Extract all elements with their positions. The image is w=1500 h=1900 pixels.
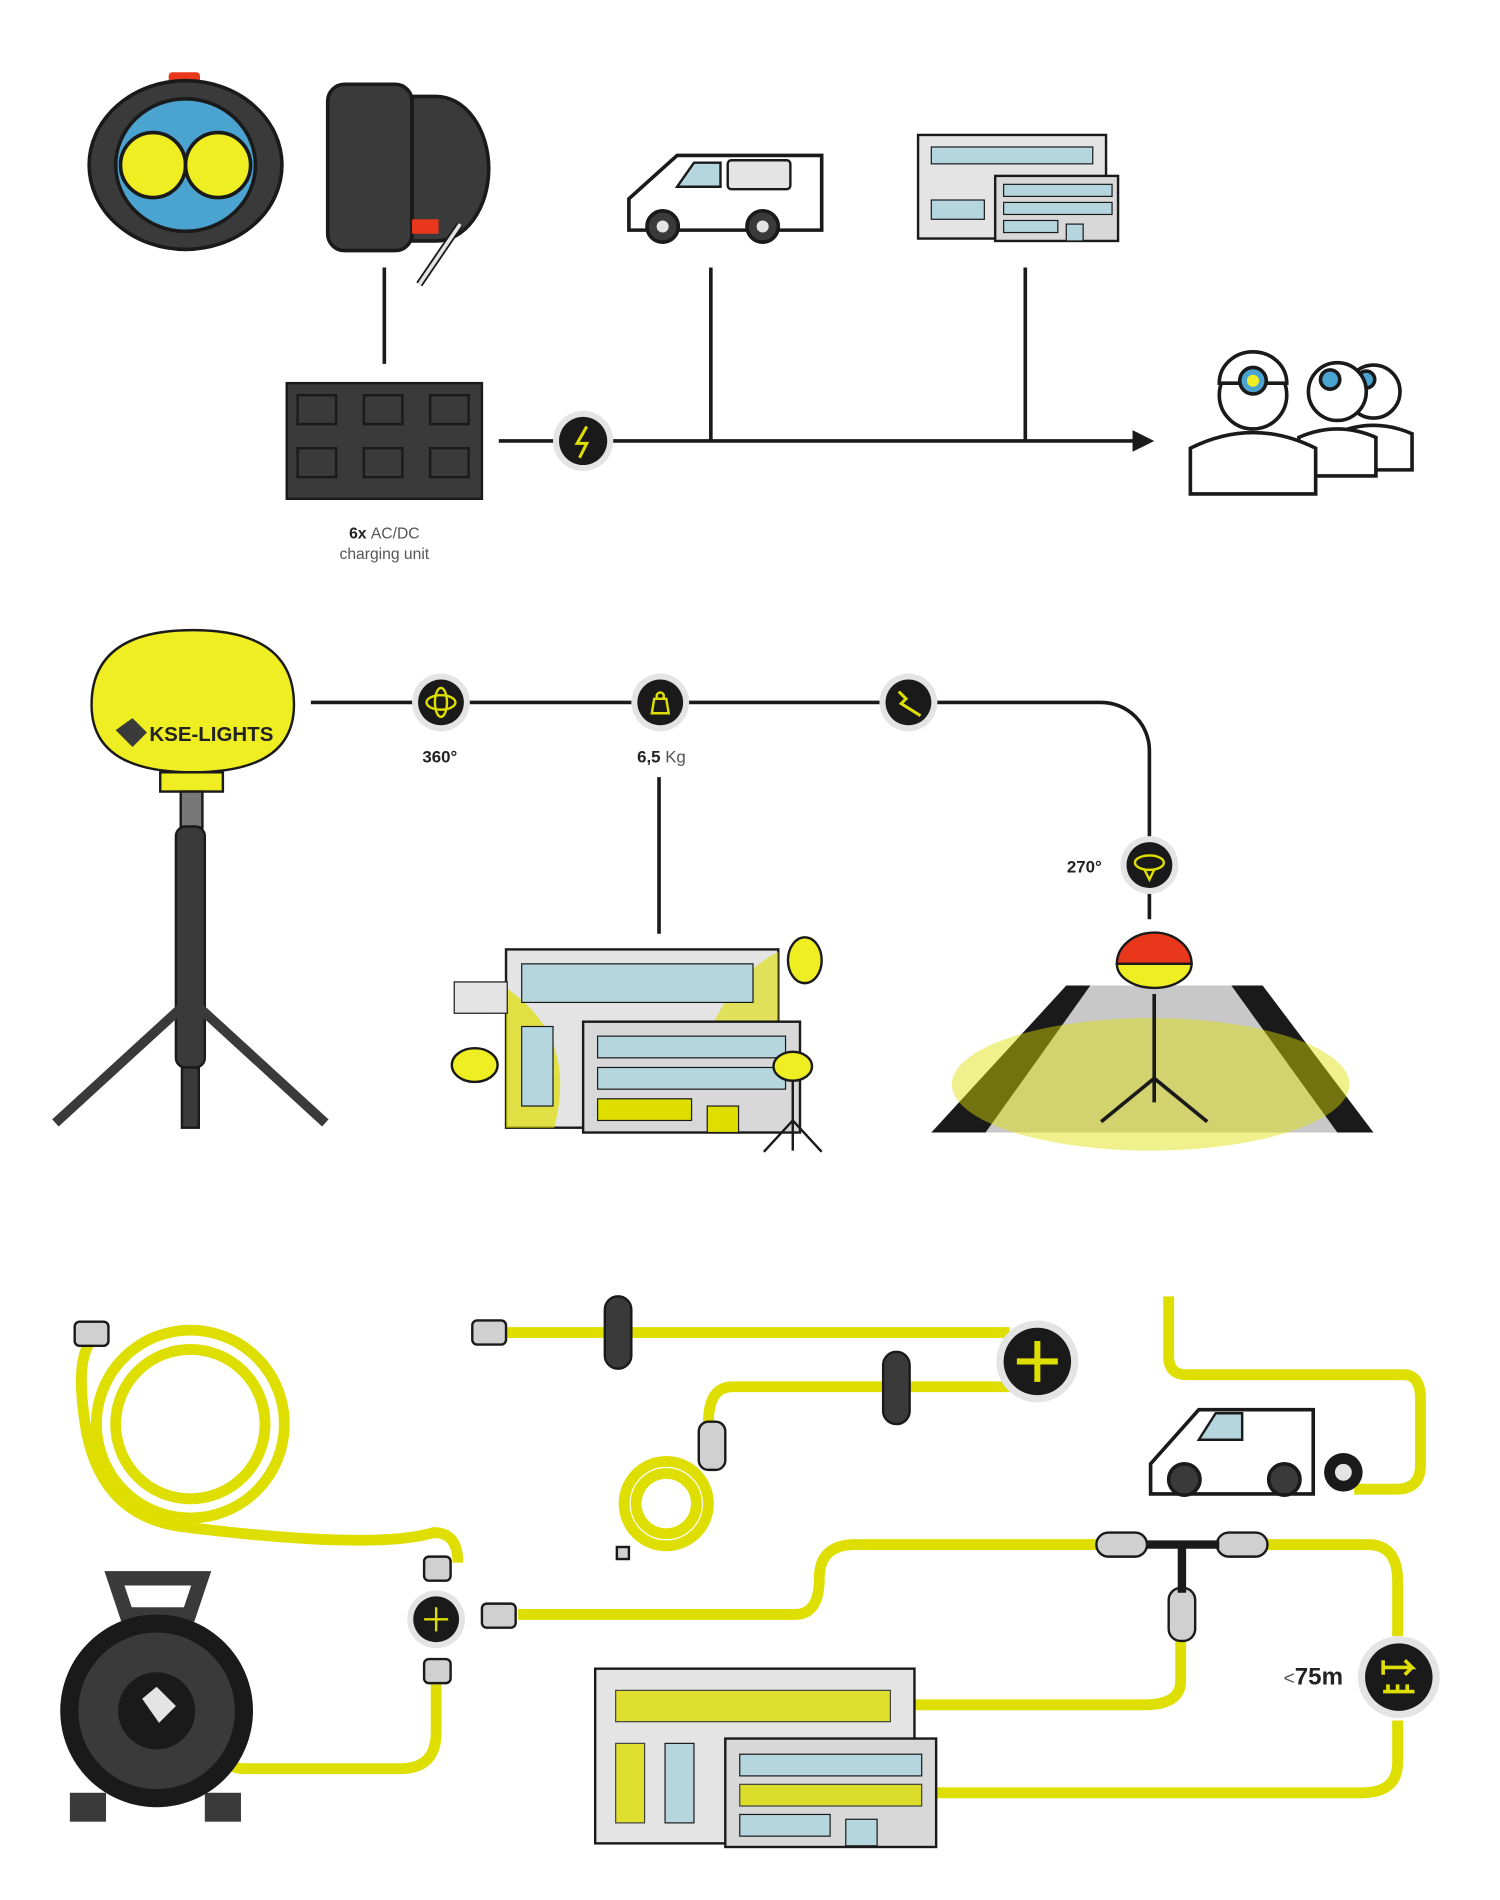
weight-unit: Kg [665,748,686,767]
cable-plug-icon [73,1295,1269,1685]
plus-icon [996,1320,1079,1403]
rotation-label: 360° [422,748,457,767]
charger-desc: charging unit [340,546,430,563]
lightning-icon [553,410,614,472]
flow-line-2 [908,700,1152,920]
rotation-icon [412,673,470,732]
arrow-head-icon [1132,430,1155,452]
wrench-icon [879,673,938,732]
weight-icon [631,673,690,732]
brand-logo: KSE-LIGHTS [149,723,273,746]
svg-text:<75m: <75m [1284,1663,1343,1690]
workers-icon [1188,350,1414,496]
range-icon [1357,1636,1440,1719]
headlamp-icon [87,72,284,252]
charger-label: 6x AC/DC [349,526,420,543]
van-with-reel-icon [1148,1407,1363,1497]
powered-building-icon [593,1667,938,1849]
splitter-icon [407,1590,466,1649]
tilt-label: 270° [1067,857,1102,876]
cable-reel-icon [60,1571,254,1822]
charger-type: AC/DC [371,526,420,543]
weight-value: 6,5 [637,748,660,767]
charger-icon [285,381,484,501]
road-lighting-icon [931,931,1374,1151]
charger-count: 6x [349,526,367,543]
range-value: 75m [1295,1663,1343,1690]
svg-text:6,5 Kg: 6,5 Kg [637,748,686,767]
cables [75,1296,1426,1799]
building-icon [916,133,1120,243]
tilt-icon [1120,836,1179,894]
lit-building-icon [450,936,823,1153]
balloon-light-icon: KSE-LIGHTS [52,628,329,1129]
headlamp-side-icon [325,82,491,287]
range-prefix: < [1284,1668,1295,1689]
van-icon [627,153,824,244]
